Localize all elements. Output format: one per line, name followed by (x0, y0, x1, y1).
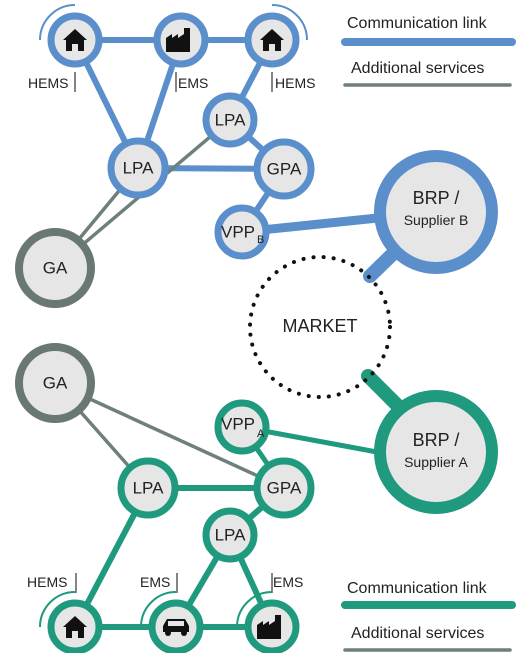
top-home-left-arc (39, 4, 76, 41)
market-boundary (248, 255, 392, 399)
bottom-car-arc (140, 591, 177, 628)
bottom-factory-node (236, 591, 300, 653)
bottom-gpa-label: GPA (267, 478, 302, 497)
legend-bottom-communication-link: Communication link (347, 580, 488, 597)
bottom-brp-label-line2: Supplier A (404, 454, 468, 470)
market-node: MARKET (248, 255, 392, 399)
bottom-hems-tag: HEMS (27, 574, 67, 590)
bottom-lpa-right-node: LPA (202, 507, 258, 563)
top-home-right-node (244, 4, 308, 68)
top-brp-label-line1: BRP / (413, 188, 460, 208)
home-icon (260, 29, 284, 51)
bottom-lpa-left-node: LPA (117, 457, 179, 519)
top-ga-node: GA (15, 228, 95, 308)
top-home-right-arc (271, 4, 308, 41)
bottom-link-market-brp (361, 369, 407, 415)
bottom-lpa-right-label: LPA (215, 525, 247, 544)
bottom-brp-node: BRP / Supplier A (374, 390, 498, 514)
top-lpa-left-node: LPA (107, 137, 169, 199)
legend-top-additional-services: Additional services (351, 60, 484, 77)
top-lpa-left-label: LPA (123, 158, 155, 177)
top-hems-left-tag: HEMS (28, 75, 68, 91)
factory-icon (257, 615, 281, 639)
top-ga-label: GA (43, 258, 68, 277)
bottom-vpp-label: VPP (221, 414, 255, 433)
bottom-ems-mid-tag: EMS (140, 574, 170, 590)
top-lpa-right-node: LPA (202, 92, 258, 148)
top-vpp-subscript: B (257, 234, 264, 246)
top-home-left-node (39, 4, 103, 68)
bottom-gpa-node: GPA (253, 457, 315, 519)
legend-bottom-additional-services: Additional services (351, 625, 484, 642)
bottom-vpp-subscript: A (257, 428, 265, 440)
legend-bottom: Communication link Additional services (341, 580, 516, 652)
top-lpa-right-label: LPA (215, 110, 247, 129)
bottom-service-ga-gpa (54, 381, 285, 490)
top-hems-right-tag: HEMS (275, 75, 315, 91)
bottom-home-arc (39, 591, 76, 628)
bottom-vpp-node: VPP A (214, 399, 270, 455)
bottom-car-node (140, 591, 204, 653)
bottom-ga-label: GA (43, 373, 68, 392)
car-icon (163, 619, 189, 636)
home-icon (63, 29, 87, 51)
top-factory-node (153, 12, 209, 68)
bottom-ga-node: GA (15, 343, 95, 423)
top-gpa-label: GPA (267, 159, 302, 178)
top-brp-node: BRP / Supplier B (374, 150, 498, 274)
top-brp-label-line2: Supplier B (404, 212, 469, 228)
bottom-brp-label-line1: BRP / (413, 430, 460, 450)
factory-icon (166, 28, 190, 52)
bottom-ems-right-tag: EMS (273, 574, 303, 590)
top-vpp-node: VPP B (214, 204, 270, 260)
bottom-home-node (39, 591, 103, 653)
legend-top-communication-link: Communication link (347, 15, 488, 32)
bottom-factory-arc (236, 591, 273, 628)
top-gpa-node: GPA (253, 138, 315, 200)
market-label: MARKET (282, 316, 357, 336)
legend-top: Communication link Additional services (341, 15, 516, 87)
top-ems-tag: EMS (178, 75, 208, 91)
top-vpp-label: VPP (221, 222, 255, 241)
home-icon (63, 616, 87, 638)
bottom-lpa-left-label: LPA (133, 478, 165, 497)
